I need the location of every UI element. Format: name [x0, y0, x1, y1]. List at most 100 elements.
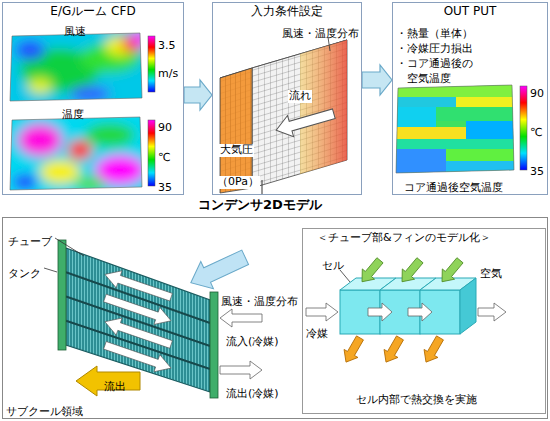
note: セル内部で熱交換を実施	[356, 394, 477, 407]
condenser-figure-part	[44, 268, 57, 272]
label-slot: （0Pa）	[216, 170, 260, 189]
scale-value: 90	[530, 88, 544, 101]
mesh-block-part	[262, 180, 263, 194]
condenser-figure-part	[66, 248, 210, 392]
mesh-block-part	[273, 103, 337, 141]
label-slot: 風速	[64, 20, 86, 39]
part-label: 大気圧	[219, 144, 254, 157]
temperature-heatmap-part-part	[40, 160, 80, 184]
flow-label: 流れ	[288, 90, 312, 103]
map-label: 温度	[62, 109, 84, 122]
temperature-heatmap	[0, 108, 160, 200]
part-label: 冷媒	[306, 328, 328, 341]
mesh-block-part	[220, 68, 252, 193]
unit-label: m/s	[158, 68, 178, 81]
part-label: セル	[322, 260, 344, 273]
label-slot: 風速・温度分布	[221, 290, 298, 309]
temperature-heatmap-part-part	[13, 174, 37, 190]
label-slot: 35	[530, 160, 544, 179]
scale-value: 35	[530, 166, 544, 179]
panel-title: OUT PUT	[444, 5, 497, 19]
cell-model	[306, 255, 506, 366]
wind-heatmap-part	[0, 24, 160, 112]
label-slot: 流れ	[288, 84, 312, 103]
temperature-heatmap-part	[0, 108, 160, 200]
color-bar	[148, 120, 155, 186]
label-slot: ・熱量（単体）	[396, 22, 473, 41]
temperature-heatmap-part-part	[85, 123, 135, 147]
part-label: 風速・温度分布	[282, 28, 359, 41]
condenser-figure-part	[220, 309, 262, 327]
scale-value: 90	[158, 122, 172, 135]
output-item: ・熱量（単体）	[396, 28, 473, 41]
temperature-heatmap-part-part	[68, 140, 92, 160]
scale-value: 3.5	[158, 40, 176, 53]
wind-heatmap-part-part	[15, 40, 45, 60]
wind-heatmap-part-part	[28, 78, 52, 94]
map-label: 風速	[64, 26, 86, 39]
map-outline	[10, 33, 142, 101]
output-heatmap-part	[466, 121, 516, 139]
label-slot: 風速・温度分布	[282, 22, 359, 41]
label-slot: 温度	[62, 103, 84, 122]
output-heatmap-part	[396, 97, 456, 107]
output-heatmap-part	[396, 127, 466, 139]
label-slot: 冷媒	[306, 322, 328, 341]
mesh-block-part	[252, 40, 347, 188]
wind-heatmap-part-part	[0, 24, 160, 112]
color-bar	[148, 36, 155, 92]
cell-model-part	[396, 255, 426, 287]
label-slot: セル	[322, 254, 344, 273]
part-label: チューブ	[8, 236, 52, 249]
cell-model-part	[306, 303, 338, 321]
cell-model-part	[460, 278, 476, 334]
mesh-block	[220, 37, 347, 194]
label-slot: 空気	[480, 262, 502, 281]
map-outline	[396, 85, 514, 173]
output-heatmap-part	[436, 107, 516, 121]
color-bar	[520, 86, 527, 170]
output-heatmap-part	[390, 80, 520, 180]
cell-model-part	[419, 334, 447, 366]
panel-title: 入力条件設定	[251, 5, 323, 19]
condenser-figure-part	[184, 244, 251, 297]
label-slot: 大気圧	[219, 138, 254, 157]
label-slot: 3.5	[158, 34, 176, 53]
cell-model-part	[478, 303, 506, 321]
temperature-heatmap-part-part	[75, 176, 105, 192]
map-caption: コア通過後空気温度	[404, 182, 503, 195]
label-slot: 35	[158, 176, 172, 195]
cell-model-part	[356, 255, 386, 287]
flow-label: 流出(冷媒)	[226, 388, 279, 401]
temperature-heatmap-part-part	[18, 124, 62, 156]
output-heatmap-part	[446, 149, 516, 161]
label-slot: 90	[530, 82, 544, 101]
output-heatmap-part	[396, 85, 516, 97]
label-slot: チューブ	[8, 230, 52, 249]
output-item: 空気温度	[407, 73, 451, 86]
flow-label: 流出	[104, 381, 126, 394]
unit-label: ℃	[530, 127, 542, 140]
condenser-figure-part	[76, 366, 140, 396]
label-slot: ℃	[530, 121, 542, 140]
label-slot: m/s	[158, 62, 178, 81]
flow-label: 流入(冷媒)	[226, 336, 279, 349]
scale-value: 35	[158, 182, 172, 195]
flow-arrow	[184, 80, 212, 110]
cell-model-part	[379, 334, 407, 366]
condenser-figure-part	[66, 272, 210, 323]
condenser-figure-part	[55, 238, 84, 256]
section-title: コンデンサ2Dモデル	[198, 198, 322, 213]
condenser-figure-part	[58, 240, 66, 350]
cell-model-part	[339, 334, 367, 366]
condenser-figure	[44, 238, 262, 398]
label-slot: コア通過後空気温度	[404, 176, 503, 195]
output-item: ・冷媒圧力損出	[396, 43, 473, 56]
box-title: ＜チューブ部&フィンのモデル化＞	[317, 232, 491, 245]
flow-arrow	[362, 65, 392, 95]
detail-box: ＜チューブ部&フィンのモデル化＞	[302, 228, 546, 414]
label-slot: 90	[158, 116, 172, 135]
unit-label: ℃	[158, 152, 170, 165]
